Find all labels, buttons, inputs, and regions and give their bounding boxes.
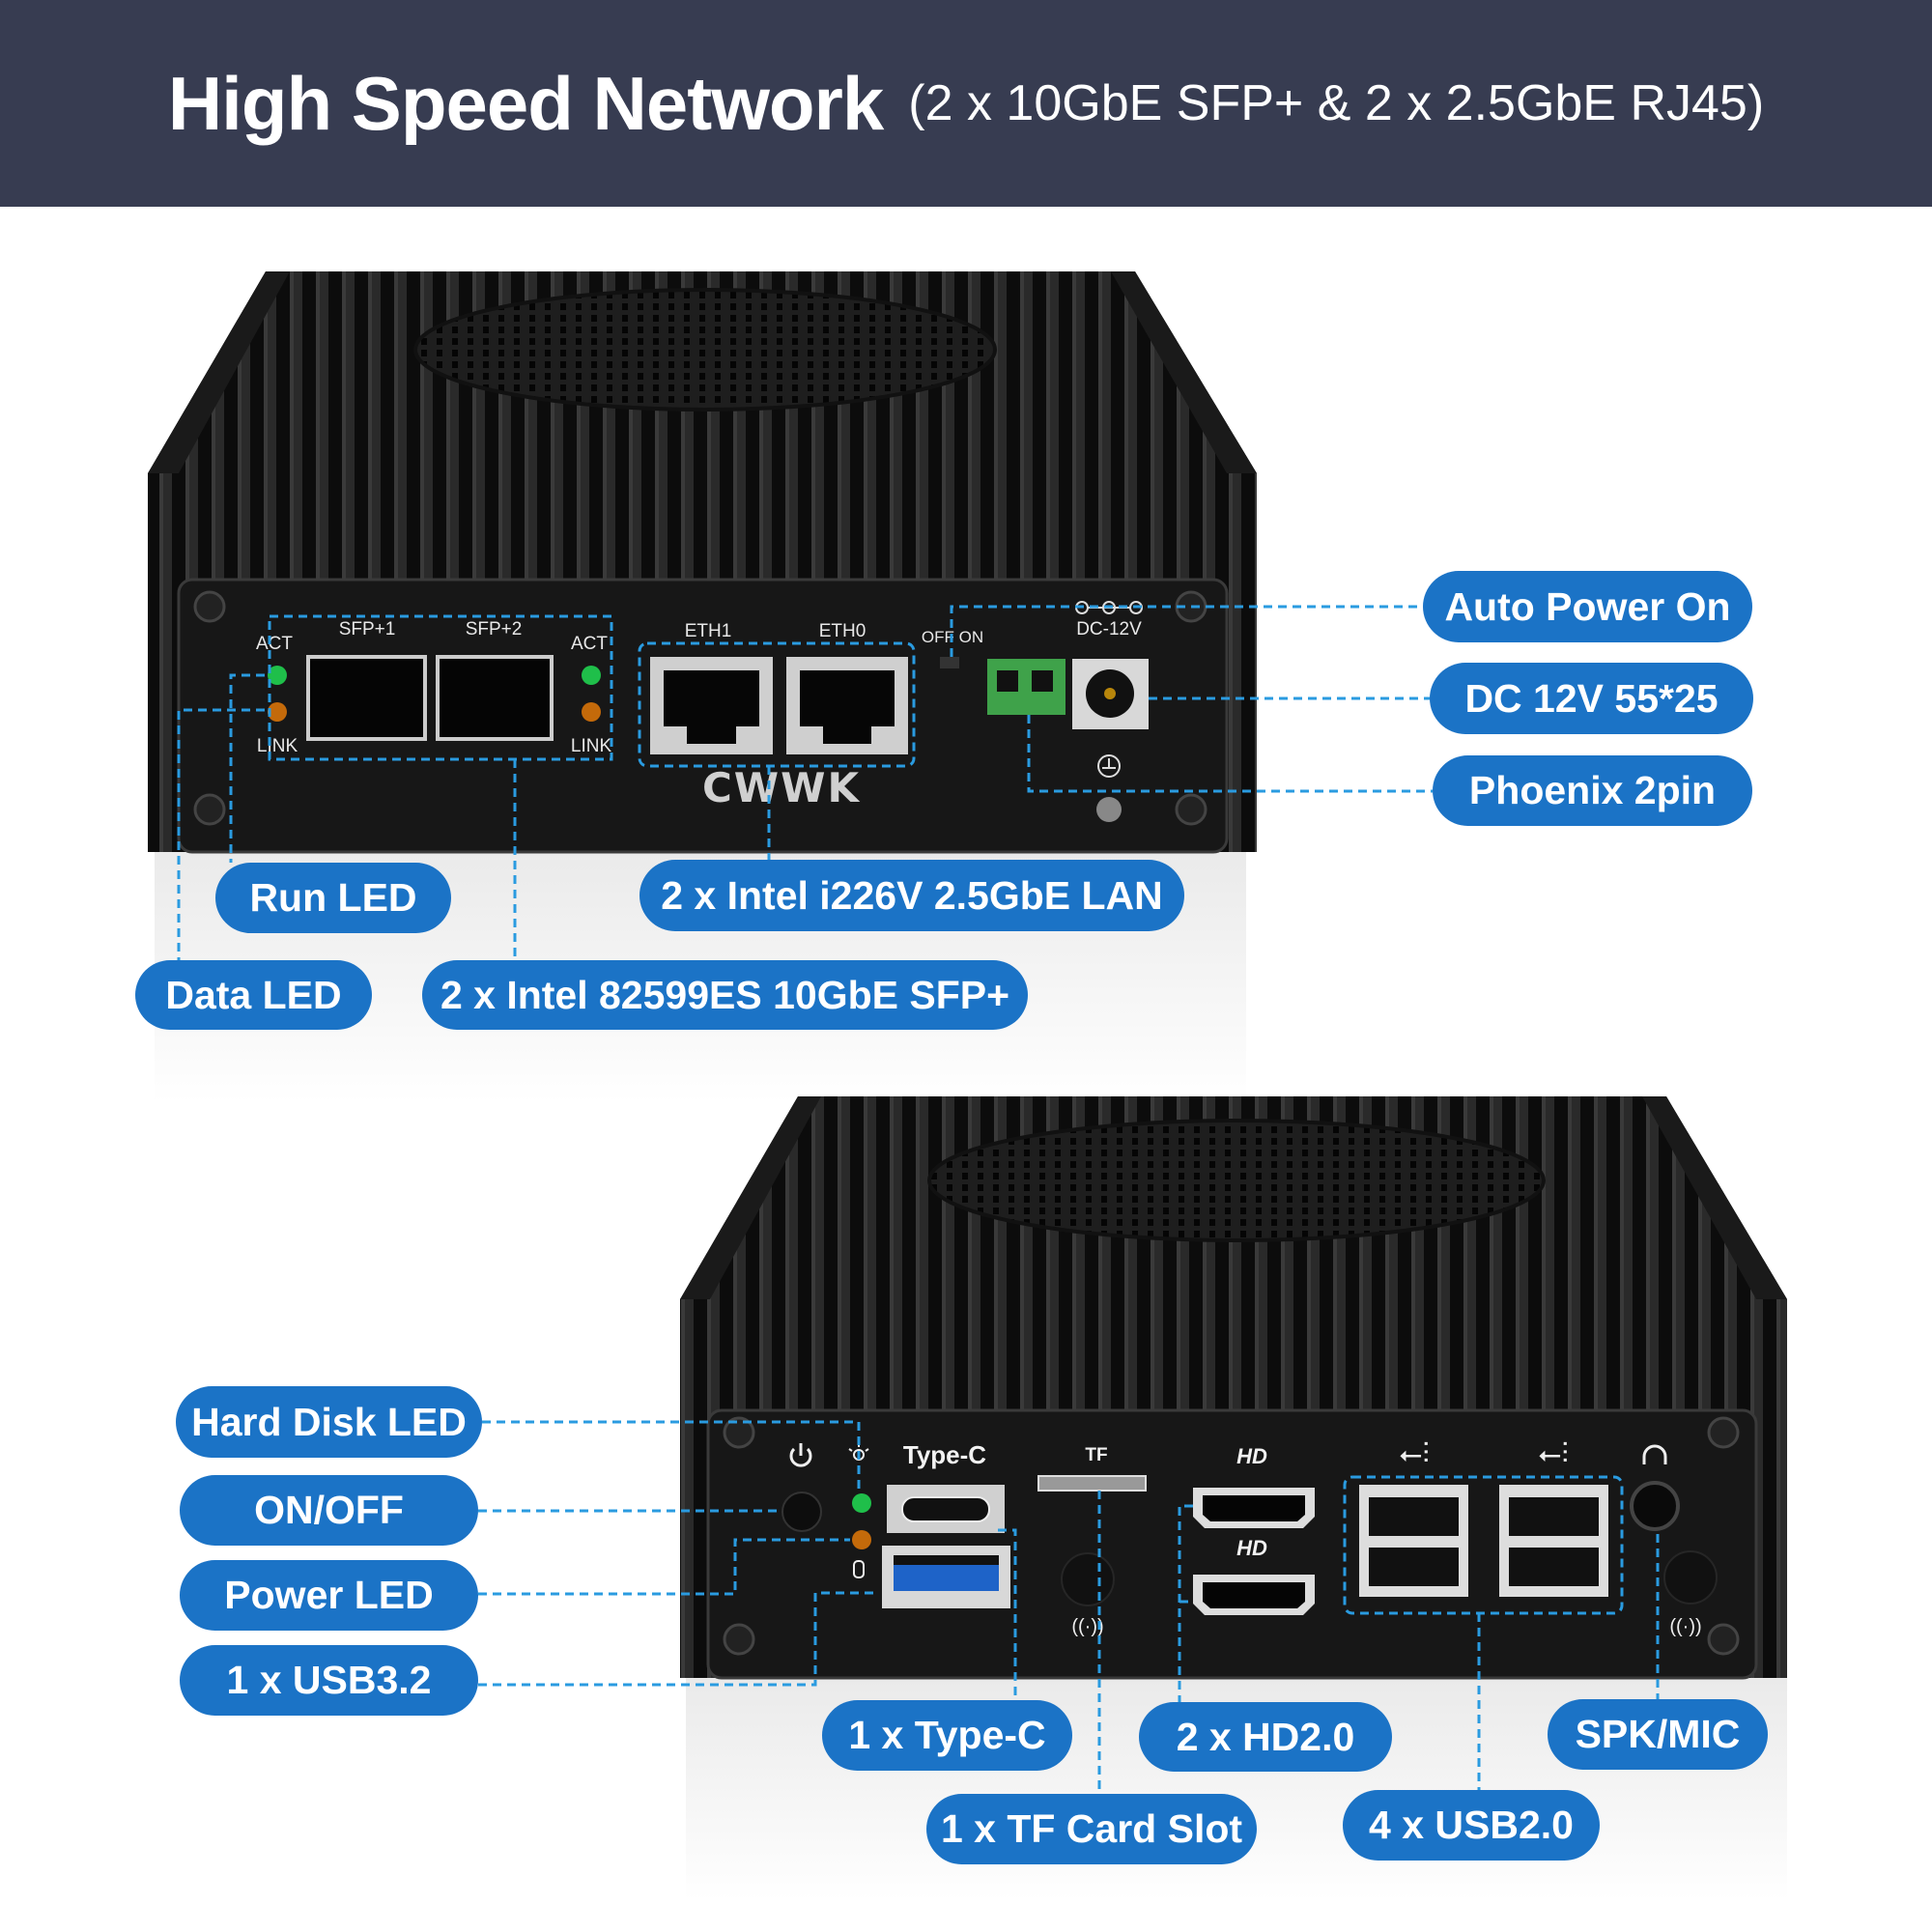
tf-label: TF (1085, 1445, 1107, 1465)
leader-line (229, 673, 265, 863)
sfp-port-2[interactable] (436, 655, 554, 741)
rj45-port-eth1[interactable] (650, 657, 773, 754)
callout-hdd-led: Hard Disk LED (176, 1386, 482, 1458)
front-panel (706, 1408, 1758, 1680)
act-led-left (268, 666, 287, 685)
link-led-right (582, 702, 601, 722)
eth1-label: ETH1 (685, 621, 732, 641)
hdd-led (852, 1493, 871, 1513)
leader-line (482, 1420, 861, 1492)
leader-line (1027, 715, 1433, 793)
power-led (852, 1530, 871, 1549)
audio-jack[interactable] (1630, 1481, 1680, 1531)
brand-logo: CWWK (702, 764, 861, 811)
leader-line (1178, 1504, 1193, 1702)
callout-phoenix: Phoenix 2pin (1433, 755, 1752, 826)
page-subtitle: (2 x 10GbE SFP+ & 2 x 2.5GbE RJ45) (908, 75, 1765, 131)
usb-icon: ⭠⫶ (1538, 1438, 1569, 1470)
callout-tf: 1 x TF Card Slot (926, 1794, 1257, 1864)
screw-icon (723, 1416, 1740, 1656)
leader-line (177, 708, 265, 960)
auto-power-switch[interactable] (940, 657, 959, 668)
typec-port[interactable] (887, 1485, 1005, 1533)
link-label: LINK (257, 736, 298, 756)
disk-icon (853, 1560, 865, 1578)
antenna-hole (1061, 1552, 1115, 1606)
antenna-icon: ((·)) (1669, 1616, 1701, 1637)
leader-line (478, 1538, 850, 1596)
dc-label: DC-12V (1076, 619, 1142, 639)
leader-line (478, 1591, 875, 1687)
usb20-ports-left[interactable] (1359, 1485, 1468, 1597)
headset-icon (1642, 1444, 1667, 1464)
usb-icon: ⭠⫶ (1399, 1438, 1430, 1470)
link-label: LINK (571, 736, 612, 756)
leader-line (998, 1528, 1017, 1700)
antenna-hole (1663, 1550, 1718, 1605)
sfp1-label: SFP+1 (339, 619, 396, 639)
device-front-view: Type-C TF ((·)) HD HD ⭠⫶ ⭠⫶ (478, 1096, 1787, 1900)
act-label: ACT (256, 634, 293, 654)
usb32-port[interactable] (882, 1546, 1010, 1608)
page-title: High Speed Network (167, 60, 884, 146)
act-led-right (582, 666, 601, 685)
leader-line (950, 605, 1423, 657)
callout-run-led: Run LED (215, 863, 451, 933)
hdmi-icon: HD (1236, 1444, 1267, 1468)
antenna-icon: ((·)) (1071, 1616, 1103, 1637)
fan-vent (927, 1119, 1546, 1242)
callout-auto-power-on: Auto Power On (1423, 571, 1752, 642)
callout-hd: 2 x HD2.0 (1139, 1702, 1392, 1772)
callout-usb20: 4 x USB2.0 (1343, 1790, 1600, 1861)
lan-group-outline (638, 641, 916, 768)
fan-vent (413, 288, 997, 412)
sfp-group-outline (268, 614, 613, 761)
ground-icon (1097, 754, 1121, 778)
hdmi-icon: HD (1236, 1536, 1267, 1560)
callout-sfp: 2 x Intel 82599ES 10GbE SFP+ (422, 960, 1028, 1030)
callout-lan: 2 x Intel i226V 2.5GbE LAN (639, 860, 1184, 931)
rj45-port-eth0[interactable] (786, 657, 908, 754)
sfp-port-1[interactable] (306, 655, 427, 741)
power-button[interactable] (781, 1492, 822, 1532)
eth0-label: ETH0 (819, 621, 867, 641)
act-label: ACT (571, 634, 608, 654)
callout-dc-jack: DC 12V 55*25 (1430, 663, 1753, 734)
hdmi-port-1[interactable] (1193, 1488, 1315, 1528)
hdmi-port-2[interactable] (1193, 1575, 1315, 1615)
dc-jack[interactable] (1072, 659, 1149, 729)
ground-screw-icon (1096, 797, 1122, 822)
callout-typec: 1 x Type-C (822, 1700, 1072, 1771)
usb20-group-outline (1343, 1475, 1624, 1615)
tf-card-slot[interactable] (1037, 1475, 1147, 1492)
typec-label: Type-C (903, 1440, 986, 1469)
callout-usb32: 1 x USB3.2 (180, 1645, 478, 1716)
power-icon (789, 1443, 812, 1467)
sfp2-label: SFP+2 (466, 619, 523, 639)
link-led-left (268, 702, 287, 722)
callout-data-led: Data LED (135, 960, 372, 1030)
phoenix-connector[interactable] (987, 659, 1065, 715)
callout-power-led: Power LED (180, 1560, 478, 1631)
header-banner: High Speed Network (2 x 10GbE SFP+ & 2 x… (0, 0, 1932, 207)
callout-onoff: ON/OFF (180, 1475, 478, 1546)
usb20-ports-right[interactable] (1499, 1485, 1608, 1597)
callout-spk-mic: SPK/MIC (1548, 1699, 1768, 1770)
